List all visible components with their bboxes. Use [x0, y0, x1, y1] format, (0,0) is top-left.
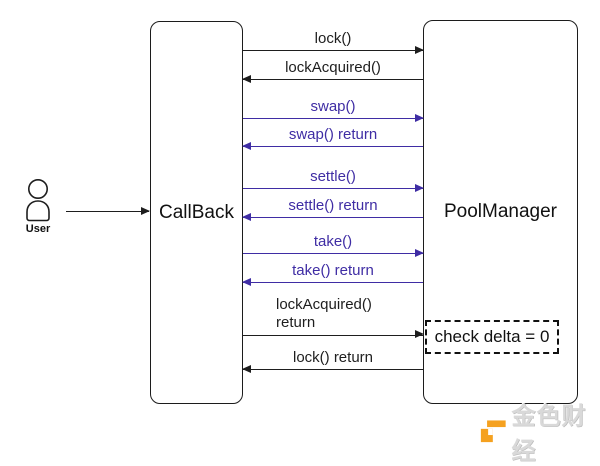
check-delta-note: check delta = 0: [425, 320, 559, 354]
participant-callback: CallBack: [150, 21, 243, 404]
message-arrow: [242, 212, 423, 221]
message-arrow: [242, 74, 423, 83]
user-to-callback-arrow: [66, 206, 150, 215]
user-label: User: [25, 223, 51, 235]
message-label: lockAcquired() return: [276, 296, 372, 332]
message-lock-acquired: lockAcquired(): [242, 59, 423, 83]
message-take-return: take() return: [242, 262, 423, 286]
message-label: swap() return: [288, 126, 378, 143]
arrowhead-left-icon: [242, 277, 251, 286]
arrowhead-left-icon: [242, 364, 251, 373]
message-arrow: [243, 45, 424, 54]
message-arrow: [243, 248, 424, 257]
message-arrow: [242, 277, 423, 286]
user-icon: [26, 179, 50, 222]
watermark-text: 金色财经: [511, 403, 587, 465]
arrowhead-left-icon: [242, 212, 251, 221]
arrowhead-left-icon: [242, 74, 251, 83]
message-label: settle() return: [288, 197, 378, 214]
message-lock-return: lock() return: [242, 349, 423, 373]
message-arrow: [243, 113, 424, 122]
message-arrow: [242, 141, 423, 150]
message-arrow: [243, 330, 424, 339]
message-label: settle(): [310, 168, 356, 185]
arrowhead-right-icon: [415, 113, 424, 122]
message-label: take() return: [292, 262, 374, 279]
message-take: take(): [243, 233, 424, 257]
jinse-logo-icon: [480, 419, 506, 442]
message-settle-return: settle() return: [242, 197, 423, 221]
arrowhead-right-icon: [141, 206, 150, 215]
message-arrow: [242, 364, 423, 373]
actor-user: User: [20, 178, 56, 235]
message-label: take(): [313, 233, 353, 250]
arrowhead-right-icon: [415, 183, 424, 192]
arrowhead-right-icon: [415, 330, 424, 339]
watermark: 金色财经: [480, 396, 600, 466]
message-lock-acquired-return: lockAcquired() return: [243, 296, 424, 339]
sequence-diagram: User CallBack PoolManager lock() lockAcq…: [20, 20, 586, 465]
arrowhead-left-icon: [242, 141, 251, 150]
callback-label: CallBack: [159, 201, 234, 223]
message-arrow: [243, 183, 424, 192]
message-label: lockAcquired(): [285, 59, 381, 76]
arrowhead-right-icon: [415, 45, 424, 54]
arrowhead-right-icon: [415, 248, 424, 257]
poolmanager-label: PoolManager: [443, 201, 558, 222]
message-lock: lock(): [243, 30, 424, 54]
message-label: lock() return: [292, 349, 374, 366]
message-settle: settle(): [243, 168, 424, 192]
message-label: lock(): [314, 30, 352, 47]
message-swap-return: swap() return: [242, 126, 423, 150]
message-label: swap(): [310, 98, 356, 115]
message-swap: swap(): [243, 98, 424, 122]
